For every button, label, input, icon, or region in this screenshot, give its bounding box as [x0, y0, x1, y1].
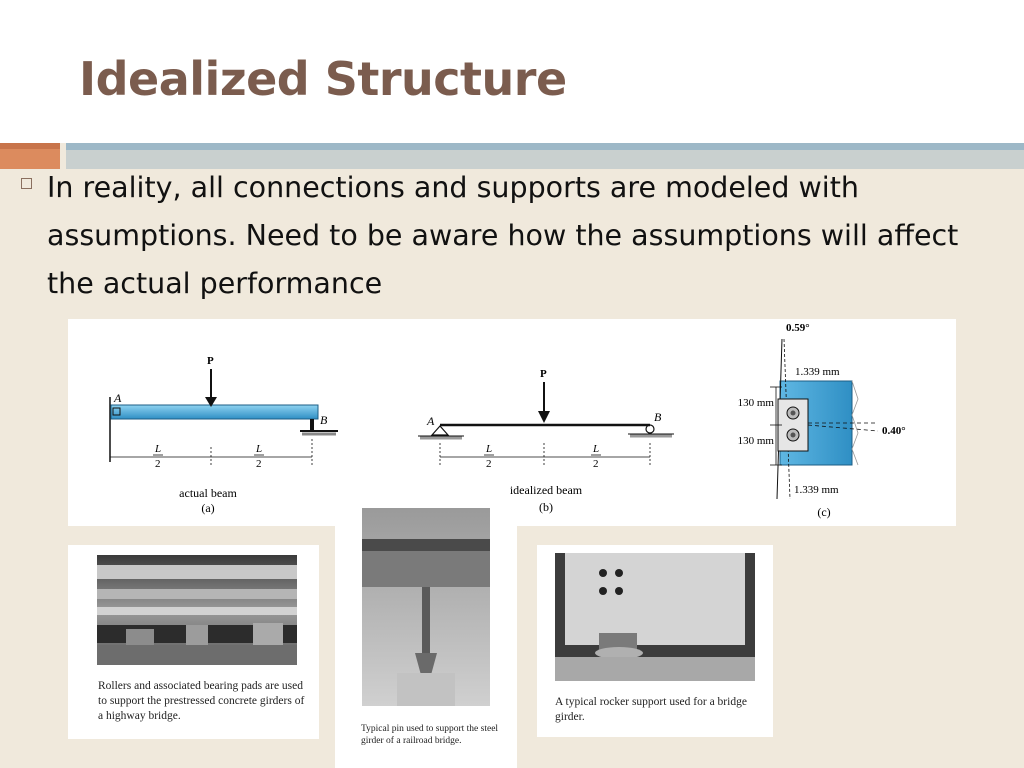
point-b-label-a: B [320, 413, 328, 427]
accent-bar-gray [66, 150, 1024, 169]
pin-support-photo: Typical pin used to support the steel gi… [335, 503, 517, 768]
tag-b: (b) [539, 500, 553, 514]
accent-bar-blue [66, 143, 1024, 150]
accent-bar-orange-top [0, 143, 60, 149]
rocker-support-photo: A typical rocker support used for a brid… [537, 545, 773, 737]
point-a-label-a: A [113, 391, 122, 405]
point-b-label-b: B [654, 410, 662, 424]
tag-a: (a) [201, 501, 214, 515]
pin-support-caption: Typical pin used to support the steel gi… [361, 724, 499, 746]
half-span-num-a1: L [154, 443, 161, 455]
connection-detail-diagram: 0.59° 1.339 mm 130 mm 130 mm 0.40° 1.339… [738, 322, 906, 519]
point-a-label-b: A [426, 414, 435, 428]
rocker-support-caption: A typical rocker support used for a brid… [555, 696, 747, 723]
roller-bearing-caption: Rollers and associated bearing pads are … [98, 680, 305, 722]
half-span-num-b2: L [592, 443, 599, 455]
load-label-b: P [540, 368, 547, 380]
spacing-label-2: 130 mm [738, 435, 775, 447]
load-label-a: P [207, 355, 214, 367]
roller-bearing-photo: Rollers and associated bearing pads are … [68, 545, 319, 739]
slide-title: Idealized Structure [79, 52, 567, 106]
half-span-num-a2: L [255, 443, 262, 455]
caption-actual-beam: actual beam [179, 486, 237, 500]
half-span-den-a1: 2 [155, 458, 161, 470]
caption-idealized-beam: idealized beam [510, 483, 583, 497]
actual-beam-diagram: P A B L 2 L 2 actual beam (a) [109, 355, 338, 515]
half-span-num-b1: L [485, 443, 492, 455]
tag-c: (c) [817, 505, 830, 519]
angle-right-label: 0.40° [882, 425, 906, 437]
displacement-bottom-label: 1.339 mm [794, 484, 839, 496]
half-span-den-b1: 2 [486, 458, 492, 470]
slide-header [0, 0, 1024, 143]
bullet-text: In reality, all connections and supports… [47, 171, 959, 300]
displacement-top-label: 1.339 mm [795, 366, 840, 378]
beam-figure: P A B L 2 L 2 actual beam (a) P [68, 319, 956, 526]
pin-support-image [362, 508, 490, 706]
roller-bearing-image [97, 555, 297, 665]
beam-diagram: P A B L 2 L 2 actual beam (a) P [109, 322, 906, 519]
bullet-square-icon [21, 178, 32, 189]
half-span-den-b2: 2 [593, 458, 599, 470]
idealized-beam-diagram: P A B L 2 L 2 idealized beam (b) [418, 368, 674, 514]
spacing-label-1: 130 mm [738, 397, 775, 409]
rocker-support-image [555, 553, 755, 681]
half-span-den-a2: 2 [256, 458, 262, 470]
angle-top-label: 0.59° [786, 322, 810, 334]
